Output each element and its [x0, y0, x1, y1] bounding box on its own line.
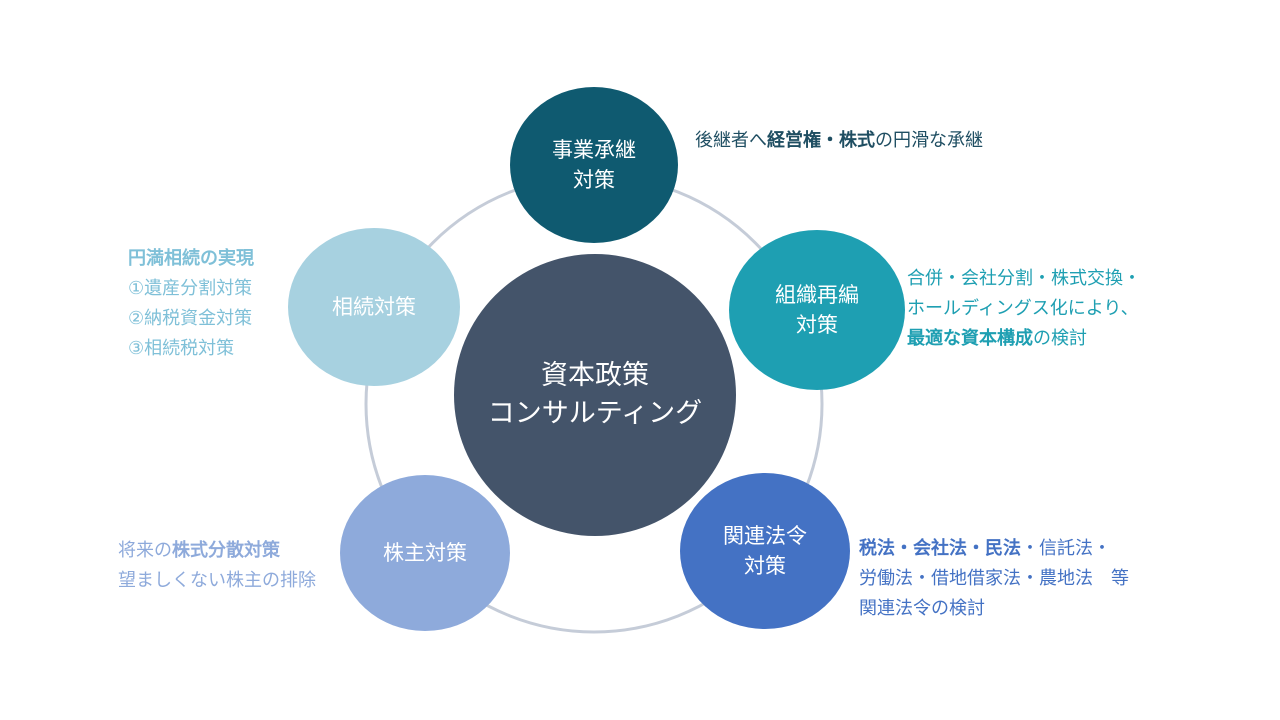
desc-inheritance-line3: ②納税資金対策 [128, 308, 253, 329]
desc-shareholder-line2: 望ましくない株主の排除 [118, 570, 316, 591]
desc-related-laws: 税法・会社法・民法・信託法・ 労働法・借地借家法・農地法 等 関連法令の検討 [859, 534, 1129, 624]
node-reorganization: 組織再編 対策 [729, 230, 905, 390]
desc-inheritance-line1-bold: 円満相続の実現 [128, 248, 254, 269]
desc-related-laws-bold3: 民法 [985, 538, 1021, 559]
desc-reorganization-line3-post: の検討 [1033, 328, 1087, 349]
desc-inheritance-line4: ③相続税対策 [128, 338, 235, 359]
desc-related-laws-bold2: 会社法 [913, 538, 967, 559]
desc-related-laws-sep2: ・ [967, 538, 985, 559]
center-node-capital-policy: 資本政策 コンサルティング [454, 254, 736, 536]
node-shareholder-measures-line1: 株主対策 [383, 541, 467, 565]
node-reorganization-line1: 組織再編 [775, 283, 859, 307]
desc-reorganization-line1: 合併・会社分割・株式交換・ [907, 268, 1141, 289]
desc-shareholder-measures: 将来の株式分散対策 望ましくない株主の排除 [118, 536, 316, 596]
desc-inheritance-line2: ①遺産分割対策 [128, 278, 253, 299]
desc-business-succession-post: の円滑な承継 [875, 130, 983, 151]
desc-related-laws-bold1: 税法 [859, 538, 895, 559]
center-label-line1: 資本政策 [541, 360, 649, 391]
desc-inheritance-measures: 円満相続の実現 ①遺産分割対策 ②納税資金対策 ③相続税対策 [128, 244, 254, 364]
desc-shareholder-line1-pre: 将来の [118, 540, 172, 561]
desc-related-laws-line1-post: ・信託法・ [1021, 538, 1111, 559]
node-business-succession: 事業承継 対策 [510, 87, 678, 243]
node-business-succession-line2: 対策 [573, 168, 615, 192]
desc-business-succession-pre: 後継者へ [695, 130, 767, 151]
desc-reorganization-line3-bold: 最適な資本構成 [907, 328, 1033, 349]
node-related-laws-line1: 関連法令 [723, 524, 807, 548]
desc-shareholder-line1-bold: 株式分散対策 [172, 540, 280, 561]
node-related-laws-line2: 対策 [744, 554, 786, 578]
desc-business-succession-bold: 経営権・株式 [767, 130, 875, 151]
node-inheritance-measures: 相続対策 [288, 228, 460, 386]
desc-reorganization: 合併・会社分割・株式交換・ ホールディングス化により、 最適な資本構成の検討 [907, 264, 1141, 354]
desc-related-laws-line2: 労働法・借地借家法・農地法 等 [859, 568, 1129, 589]
node-related-laws: 関連法令 対策 [680, 473, 850, 629]
node-shareholder-measures: 株主対策 [340, 475, 510, 631]
node-inheritance-measures-line1: 相続対策 [332, 295, 416, 319]
node-reorganization-line2: 対策 [796, 313, 838, 337]
desc-related-laws-sep1: ・ [895, 538, 913, 559]
node-business-succession-line1: 事業承継 [552, 138, 636, 162]
desc-reorganization-line2: ホールディングス化により、 [907, 298, 1139, 319]
center-label-line2: コンサルティング [487, 398, 703, 429]
desc-business-succession: 後継者へ経営権・株式の円滑な承継 [695, 126, 983, 156]
desc-related-laws-line3: 関連法令の検討 [859, 598, 985, 619]
